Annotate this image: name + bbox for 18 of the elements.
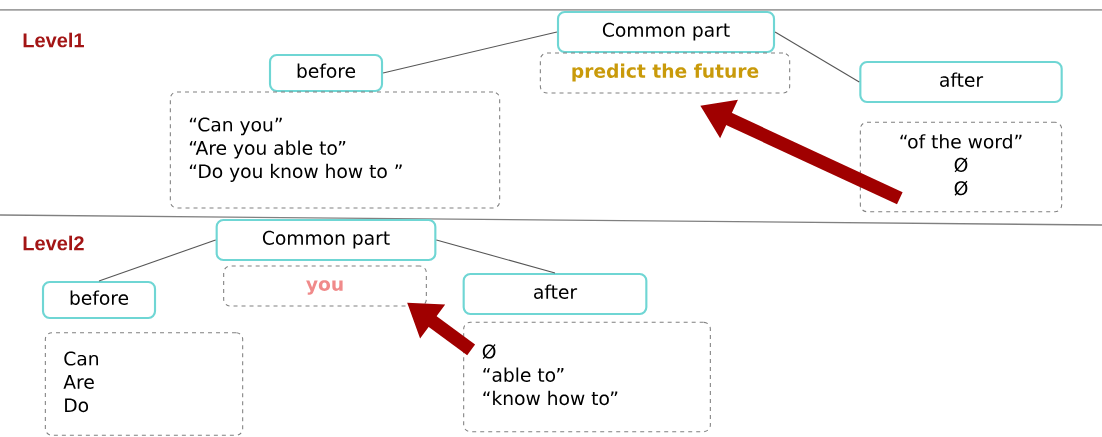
result-box: predict the future bbox=[539, 52, 791, 94]
label-box: before bbox=[268, 53, 384, 93]
phrase-list-box: “of the word” Ø Ø bbox=[859, 121, 1063, 213]
label-box: after bbox=[859, 60, 1063, 104]
phrase-list-box: “Can you” “Are you able to” “Do you know how to ” bbox=[169, 91, 501, 209]
result-box: you bbox=[223, 265, 427, 307]
phrase-list-box: Can Are Do bbox=[44, 332, 244, 436]
label-box: before bbox=[41, 280, 157, 320]
level-label: Level2 bbox=[23, 235, 84, 251]
level-label: Level1 bbox=[23, 32, 84, 48]
label-box: Common part bbox=[556, 10, 776, 54]
phrase-list-box: Ø “able to” “know how to” bbox=[463, 321, 711, 433]
connector-line bbox=[774, 31, 860, 83]
label-box: Common part bbox=[215, 218, 437, 262]
connector-line bbox=[382, 31, 558, 74]
connector-line bbox=[435, 239, 556, 274]
label-box: after bbox=[462, 272, 648, 316]
connector-line bbox=[98, 239, 217, 282]
